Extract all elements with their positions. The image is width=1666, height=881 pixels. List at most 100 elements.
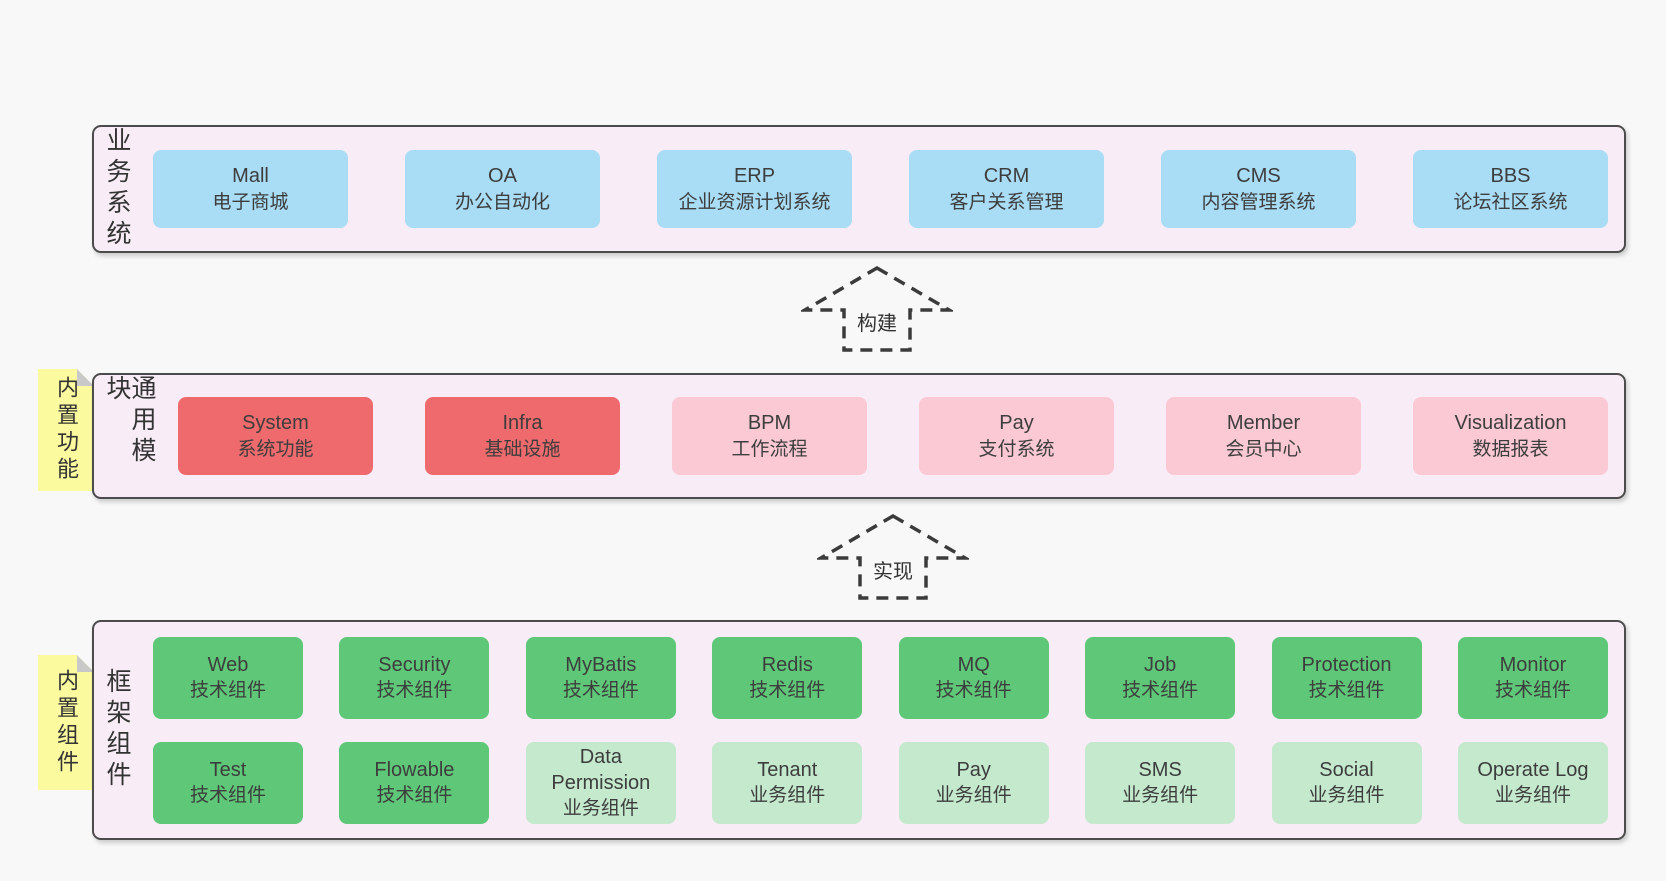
box-mybatis: MyBatis 技术组件 bbox=[525, 636, 676, 719]
box-title: CRM bbox=[983, 165, 1030, 188]
box-infra: Infra 基础设施 bbox=[425, 397, 620, 475]
box-title: Flowable bbox=[374, 758, 455, 781]
box-title: System bbox=[242, 412, 309, 435]
framework-boxes-grid: Web 技术组件 Security 技术组件 MyBatis 技术组件 Redi… bbox=[129, 636, 1624, 824]
box-security: Security 技术组件 bbox=[339, 636, 490, 719]
box-subtitle: 企业资源计划系统 bbox=[678, 191, 831, 213]
box-title: Pay bbox=[999, 412, 1034, 435]
box-title: MQ bbox=[957, 653, 990, 676]
build-arrow-label: 构建 bbox=[854, 307, 900, 336]
box-title: BPM bbox=[747, 412, 792, 435]
box-subtitle: 基础设施 bbox=[484, 438, 561, 460]
box-title: Security bbox=[378, 653, 451, 676]
box-title: Member bbox=[1226, 412, 1301, 435]
box-subtitle: 电子商城 bbox=[212, 191, 289, 213]
box-title: Mall bbox=[232, 165, 269, 188]
box-operate-log: Operate Log 业务组件 bbox=[1457, 741, 1608, 824]
framework-components-panel: 框架组件 Web 技术组件 Security 技术组件 MyBatis 技术组件… bbox=[92, 620, 1626, 840]
box-title: Tenant bbox=[757, 758, 818, 781]
box-title: BBS bbox=[1490, 165, 1531, 188]
implement-arrow-label: 实现 bbox=[870, 555, 916, 584]
box-title: MyBatis bbox=[565, 653, 637, 676]
box-subtitle: 技术组件 bbox=[376, 680, 453, 702]
builtin-components-sticky: 内置组件 bbox=[38, 655, 94, 790]
box-subtitle: 技术组件 bbox=[1122, 680, 1199, 702]
box-sms: SMS 业务组件 bbox=[1085, 741, 1236, 824]
box-job: Job 技术组件 bbox=[1085, 636, 1236, 719]
box-title: Monitor bbox=[1499, 653, 1567, 676]
box-erp: ERP 企业资源计划系统 bbox=[657, 150, 852, 228]
builtin-features-sticky: 内置功能 bbox=[38, 369, 94, 491]
box-subtitle: 技术组件 bbox=[935, 680, 1012, 702]
box-subtitle: 技术组件 bbox=[562, 680, 639, 702]
box-mq: MQ 技术组件 bbox=[898, 636, 1049, 719]
build-arrow: 构建 bbox=[801, 264, 953, 354]
box-oa: OA 办公自动化 bbox=[405, 150, 600, 228]
box-subtitle: 业务组件 bbox=[1308, 785, 1385, 807]
box-bbs: BBS 论坛社区系统 bbox=[1413, 150, 1608, 228]
box-subtitle: 技术组件 bbox=[1494, 680, 1571, 702]
box-subtitle: 业务组件 bbox=[562, 798, 639, 820]
box-title: SMS bbox=[1138, 758, 1182, 781]
common-modules-panel: 通用模块 System 系统功能 Infra 基础设施 BPM 工作流程 Pay… bbox=[92, 373, 1626, 499]
box-social: Social 业务组件 bbox=[1271, 741, 1422, 824]
box-subtitle: 技术组件 bbox=[189, 785, 266, 807]
box-subtitle: 客户关系管理 bbox=[949, 191, 1064, 213]
builtin-components-label: 内置组件 bbox=[54, 668, 79, 777]
box-crm: CRM 客户关系管理 bbox=[909, 150, 1104, 228]
box-protection: Protection 技术组件 bbox=[1271, 636, 1422, 719]
box-subtitle: 技术组件 bbox=[1308, 680, 1385, 702]
box-monitor: Monitor 技术组件 bbox=[1457, 636, 1608, 719]
box-title: CMS bbox=[1236, 165, 1281, 188]
box-subtitle: 业务组件 bbox=[1494, 785, 1571, 807]
box-bpm: BPM 工作流程 bbox=[672, 397, 867, 475]
up-arrow-icon bbox=[801, 265, 953, 352]
box-title: Web bbox=[207, 653, 249, 676]
box-title: Redis bbox=[761, 653, 813, 676]
box-member: Member 会员中心 bbox=[1166, 397, 1361, 475]
box-subtitle: 技术组件 bbox=[376, 785, 453, 807]
framework-panel-label: 框架组件 bbox=[103, 668, 131, 792]
box-subtitle: 业务组件 bbox=[935, 785, 1012, 807]
box-title: Pay bbox=[956, 758, 991, 781]
box-title: Social bbox=[1319, 758, 1374, 781]
modules-panel-label: 通用模块 bbox=[103, 375, 156, 468]
framework-row-1: Web 技术组件 Security 技术组件 MyBatis 技术组件 Redi… bbox=[153, 636, 1608, 719]
box-pay: Pay 支付系统 bbox=[919, 397, 1114, 475]
box-tenant: Tenant 业务组件 bbox=[712, 741, 863, 824]
box-title: OA bbox=[488, 165, 517, 188]
box-visualization: Visualization 数据报表 bbox=[1413, 397, 1608, 475]
box-data-permission: Data Permission 业务组件 bbox=[525, 741, 676, 824]
box-subtitle: 业务组件 bbox=[749, 785, 826, 807]
box-title: Infra bbox=[502, 412, 543, 435]
business-panel-label: 业务系统 bbox=[103, 127, 131, 251]
box-title: Data Permission bbox=[551, 745, 651, 794]
box-subtitle: 技术组件 bbox=[749, 680, 826, 702]
box-web: Web 技术组件 bbox=[153, 636, 303, 719]
box-subtitle: 系统功能 bbox=[237, 438, 314, 460]
box-subtitle: 内容管理系统 bbox=[1201, 191, 1316, 213]
up-arrow-icon bbox=[817, 513, 969, 600]
box-pay-component: Pay 业务组件 bbox=[898, 741, 1049, 824]
business-systems-panel: 业务系统 Mall 电子商城 OA 办公自动化 ERP 企业资源计划系统 CRM… bbox=[92, 125, 1626, 253]
box-title: Protection bbox=[1301, 653, 1392, 676]
box-title: ERP bbox=[733, 165, 776, 188]
box-subtitle: 支付系统 bbox=[978, 438, 1055, 460]
builtin-features-label: 内置功能 bbox=[54, 376, 79, 484]
box-redis: Redis 技术组件 bbox=[712, 636, 863, 719]
box-subtitle: 会员中心 bbox=[1225, 438, 1302, 460]
box-title: Visualization bbox=[1454, 412, 1567, 435]
box-title: Job bbox=[1143, 653, 1177, 676]
box-subtitle: 办公自动化 bbox=[454, 191, 550, 213]
box-mall: Mall 电子商城 bbox=[153, 150, 348, 228]
framework-row-2: Test 技术组件 Flowable 技术组件 Data Permission … bbox=[153, 741, 1608, 824]
box-subtitle: 技术组件 bbox=[189, 680, 266, 702]
box-flowable: Flowable 技术组件 bbox=[339, 741, 490, 824]
box-subtitle: 工作流程 bbox=[731, 438, 808, 460]
modules-boxes-row: System 系统功能 Infra 基础设施 BPM 工作流程 Pay 支付系统… bbox=[154, 397, 1624, 475]
box-cms: CMS 内容管理系统 bbox=[1161, 150, 1356, 228]
box-system: System 系统功能 bbox=[178, 397, 373, 475]
box-title: Test bbox=[209, 758, 247, 781]
box-test: Test 技术组件 bbox=[153, 741, 303, 824]
